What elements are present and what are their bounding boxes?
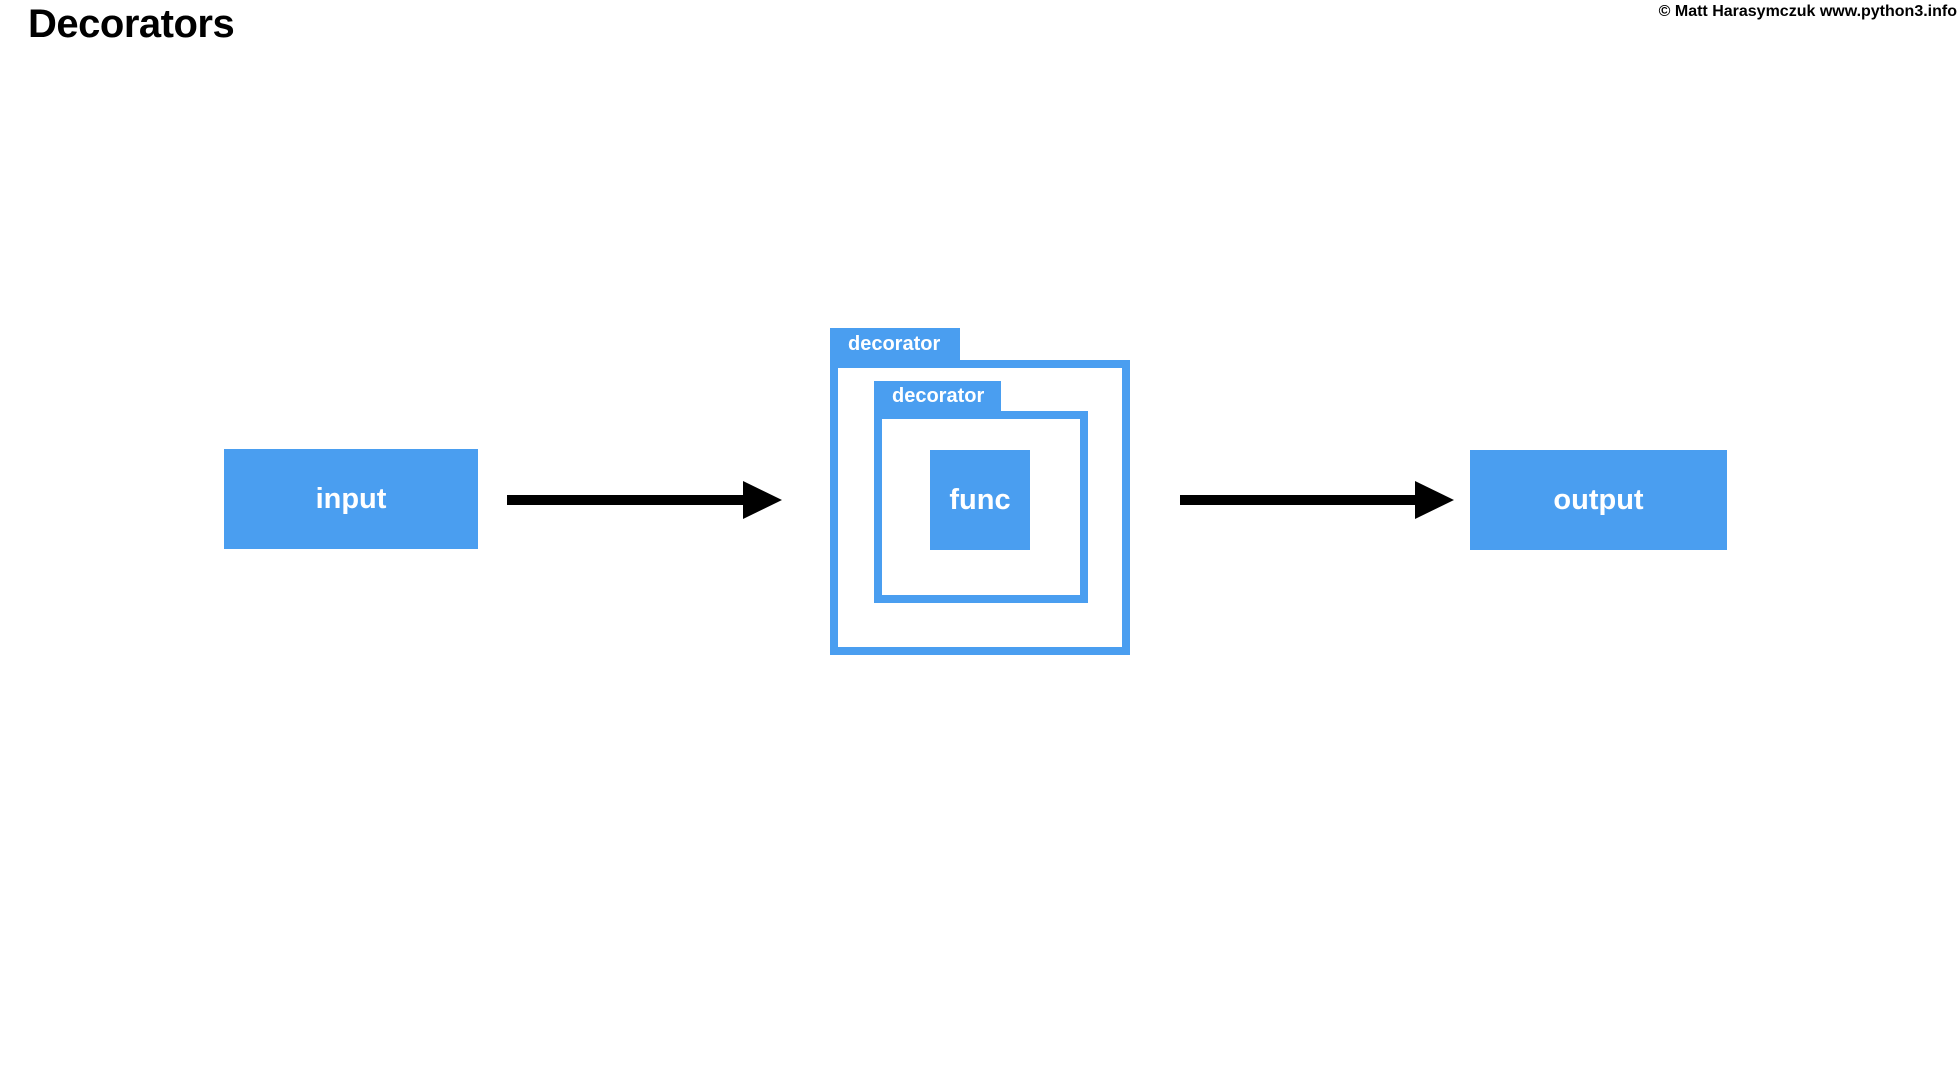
func-node: func <box>930 450 1030 550</box>
arrow-head-icon <box>1415 481 1454 519</box>
arrow-head-icon <box>743 481 782 519</box>
inner-decorator-tab: decorator <box>874 381 1001 411</box>
arrow-shaft <box>1180 495 1417 505</box>
copyright-notice: © Matt Harasymczuk www.python3.info <box>1658 3 1957 20</box>
outer-decorator-tab: decorator <box>830 328 960 360</box>
page-title: Decorators <box>28 2 235 46</box>
output-node: output <box>1470 450 1727 550</box>
input-node: input <box>224 449 478 549</box>
arrow-shaft <box>507 495 745 505</box>
